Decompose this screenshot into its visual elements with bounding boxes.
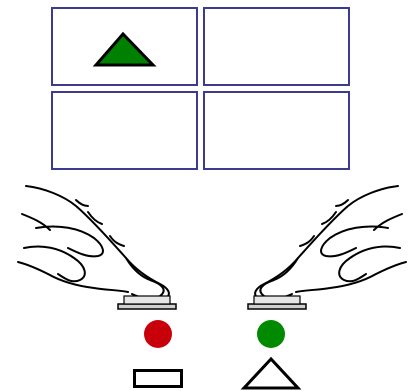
grid-cell-top-right [203, 7, 350, 86]
right-hand-icon [230, 178, 410, 318]
left-hand-icon [14, 178, 194, 318]
triangle-icon [240, 356, 302, 391]
grid-cell-top-left [51, 7, 198, 86]
grid-cell-bottom-right [203, 91, 350, 170]
left-button-light [144, 320, 172, 348]
right-button-light [257, 320, 285, 348]
grid-cell-bottom-left [51, 91, 198, 170]
rectangle-icon [133, 369, 183, 388]
green-triangle-icon [53, 9, 200, 88]
